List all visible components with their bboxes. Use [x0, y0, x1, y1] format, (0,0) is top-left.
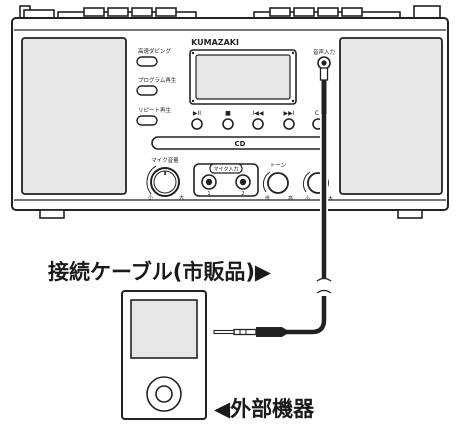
- device-screen: [130, 299, 198, 359]
- stop-button[interactable]: [222, 118, 234, 130]
- dubbing-label: 高速ダビング: [138, 47, 172, 55]
- cd-slot[interactable]: CD: [151, 136, 328, 150]
- dubbing-button[interactable]: [136, 56, 158, 67]
- play-pause-button[interactable]: [191, 118, 203, 130]
- mic-volume-max: 大: [179, 194, 184, 201]
- next-label: ▶▶I: [284, 110, 295, 117]
- mic-volume-knob[interactable]: [146, 165, 180, 197]
- mic-volume-min: 小: [148, 194, 153, 201]
- play-pause-label: ▶II: [193, 110, 201, 117]
- next-button[interactable]: [283, 118, 295, 130]
- program-label: プログラム再生: [138, 76, 177, 84]
- tone-label: トーン: [270, 163, 287, 169]
- program-control: プログラム再生: [136, 76, 177, 96]
- device-label: ◀外部機器: [214, 397, 315, 421]
- tone-knob[interactable]: [262, 171, 289, 194]
- volume-min: 小: [305, 195, 310, 202]
- prev-label: I◀◀: [253, 110, 264, 117]
- mic-jack-2-label: 2: [241, 191, 244, 197]
- prev-button[interactable]: [252, 118, 264, 130]
- volume-max: 大: [328, 195, 333, 202]
- dubbing-control: 高速ダビング: [136, 47, 172, 67]
- brand-logo: KUMAZAKI: [191, 38, 239, 47]
- stop-label: ■: [225, 110, 231, 117]
- right-speaker: [339, 37, 443, 195]
- program-button[interactable]: [136, 85, 158, 96]
- radio-top-ridge: [19, 5, 441, 19]
- mic-volume-label: マイク音量: [151, 156, 179, 164]
- device-center-button[interactable]: [155, 385, 173, 403]
- lcd-display: [189, 49, 297, 105]
- cable-label: 接続ケーブル(市販品)▶: [48, 260, 272, 284]
- mic-jack-1[interactable]: [201, 174, 217, 190]
- left-speaker: [21, 37, 127, 195]
- repeat-button[interactable]: [136, 115, 158, 126]
- line-in-jack[interactable]: [317, 56, 331, 70]
- open-label: C: [315, 110, 319, 117]
- tone-high: 高: [288, 195, 293, 202]
- cd-label: CD: [235, 140, 246, 148]
- tone-low: 低: [265, 195, 270, 202]
- transport-controls: ▶II ■ I◀◀ ▶▶I C: [193, 110, 319, 117]
- mic-input-label: マイク入力: [214, 166, 239, 173]
- line-in-label: 音声入力: [313, 48, 335, 56]
- repeat-label: リピート再生: [138, 106, 172, 114]
- mic-jack-2[interactable]: [235, 174, 251, 190]
- external-device: [121, 290, 207, 420]
- repeat-control: リピート再生: [136, 106, 172, 126]
- mic-jack-1-label: 1: [207, 191, 210, 197]
- connection-cable: [213, 67, 332, 337]
